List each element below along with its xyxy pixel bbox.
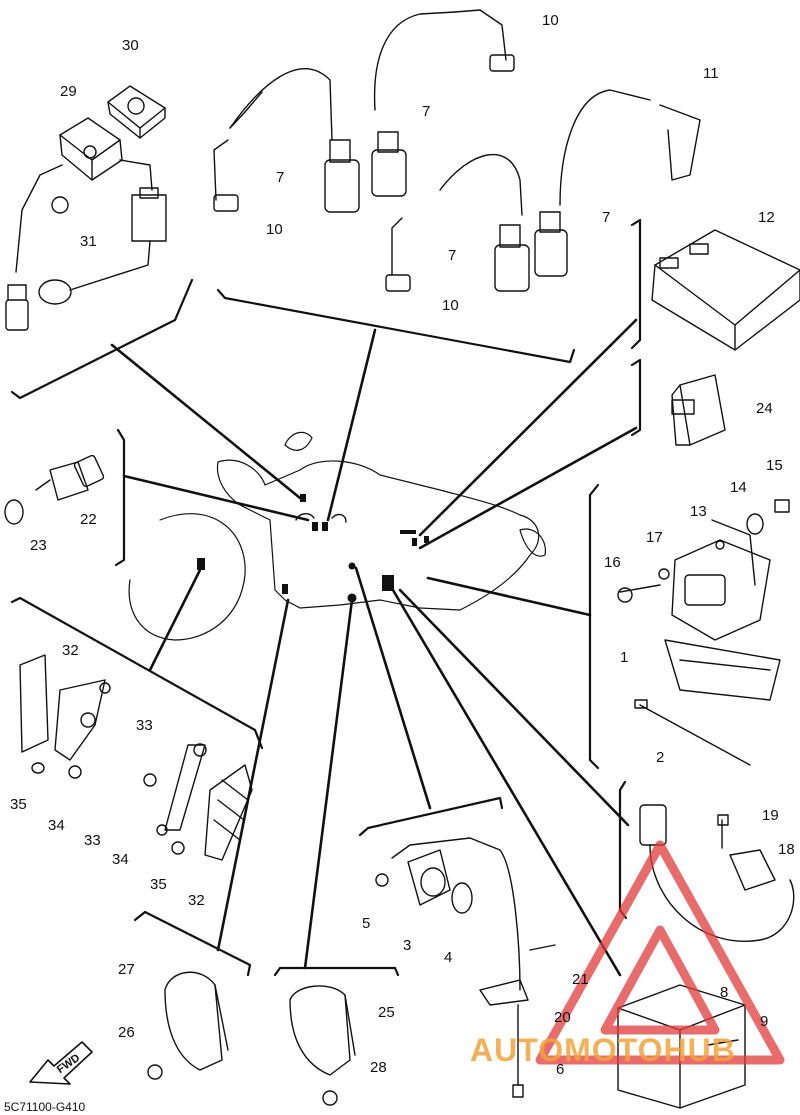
callout-35b: 35 xyxy=(150,876,167,893)
callout-34b: 34 xyxy=(112,851,129,868)
callout-3: 3 xyxy=(403,937,412,954)
group-brackets xyxy=(10,218,642,977)
part-reflector-left xyxy=(19,654,111,779)
callout-20: 20 xyxy=(554,1009,571,1026)
part-ignition-coils xyxy=(213,9,701,292)
central-wire-arcs xyxy=(295,513,347,523)
callout-9: 9 xyxy=(760,1013,769,1030)
callout-21: 21 xyxy=(572,971,589,988)
callout-1: 1 xyxy=(620,649,629,666)
callout-10b: 10 xyxy=(266,221,283,238)
callout-35a: 35 xyxy=(10,796,27,813)
callout-34a: 34 xyxy=(48,817,65,834)
callout-10c: 10 xyxy=(442,297,459,314)
callout-17: 17 xyxy=(646,529,663,546)
callout-32a: 32 xyxy=(62,642,79,659)
callout-33b: 33 xyxy=(84,832,101,849)
callout-22: 22 xyxy=(80,511,97,528)
callout-30: 30 xyxy=(122,37,139,54)
callout-31: 31 xyxy=(80,233,97,250)
part-reflector-right xyxy=(143,743,253,861)
callout-32b: 32 xyxy=(188,892,205,909)
diagram-code: 5C71100-G410 xyxy=(4,1100,86,1114)
callout-33a: 33 xyxy=(136,717,153,734)
callout-7c: 7 xyxy=(448,247,457,264)
part-starter-relay xyxy=(617,499,790,766)
callout-4: 4 xyxy=(444,949,453,966)
callout-14: 14 xyxy=(730,479,747,496)
watermark-text: AUTOMOTOHUB xyxy=(470,1032,736,1068)
callout-24: 24 xyxy=(756,400,773,417)
callout-12: 12 xyxy=(758,209,775,226)
callout-23: 23 xyxy=(30,537,47,554)
callout-18: 18 xyxy=(778,841,795,858)
callout-29: 29 xyxy=(60,83,77,100)
callout-15: 15 xyxy=(766,457,783,474)
frame-outline xyxy=(128,431,547,641)
callout-26: 26 xyxy=(118,1024,135,1041)
part-pickup-sensor xyxy=(375,837,556,1098)
callout-6: 6 xyxy=(556,1061,565,1078)
part-horns xyxy=(147,971,356,1106)
part-sender-assembly xyxy=(5,85,167,331)
callout-10a: 10 xyxy=(542,12,559,29)
callout-8: 8 xyxy=(720,984,729,1001)
callout-7a: 7 xyxy=(276,169,285,186)
part-relay xyxy=(671,374,726,446)
callout-2: 2 xyxy=(656,749,665,766)
part-speed-sensor xyxy=(639,804,795,942)
callout-25: 25 xyxy=(378,1004,395,1021)
callout-7b: 7 xyxy=(422,103,431,120)
callout-5: 5 xyxy=(362,915,371,932)
callout-27: 27 xyxy=(118,961,135,978)
part-temperature-sensor xyxy=(4,454,105,525)
callout-16: 16 xyxy=(604,554,621,571)
callout-13: 13 xyxy=(690,503,707,520)
callout-28: 28 xyxy=(370,1059,387,1076)
callout-7d: 7 xyxy=(602,209,611,226)
part-ecu xyxy=(651,229,800,351)
central-markers xyxy=(197,494,429,603)
watermark-logo xyxy=(535,840,785,1065)
fwd-arrow-icon xyxy=(29,1041,93,1085)
callout-11: 11 xyxy=(703,65,719,82)
leader-lines xyxy=(110,318,638,977)
callout-19: 19 xyxy=(762,807,779,824)
